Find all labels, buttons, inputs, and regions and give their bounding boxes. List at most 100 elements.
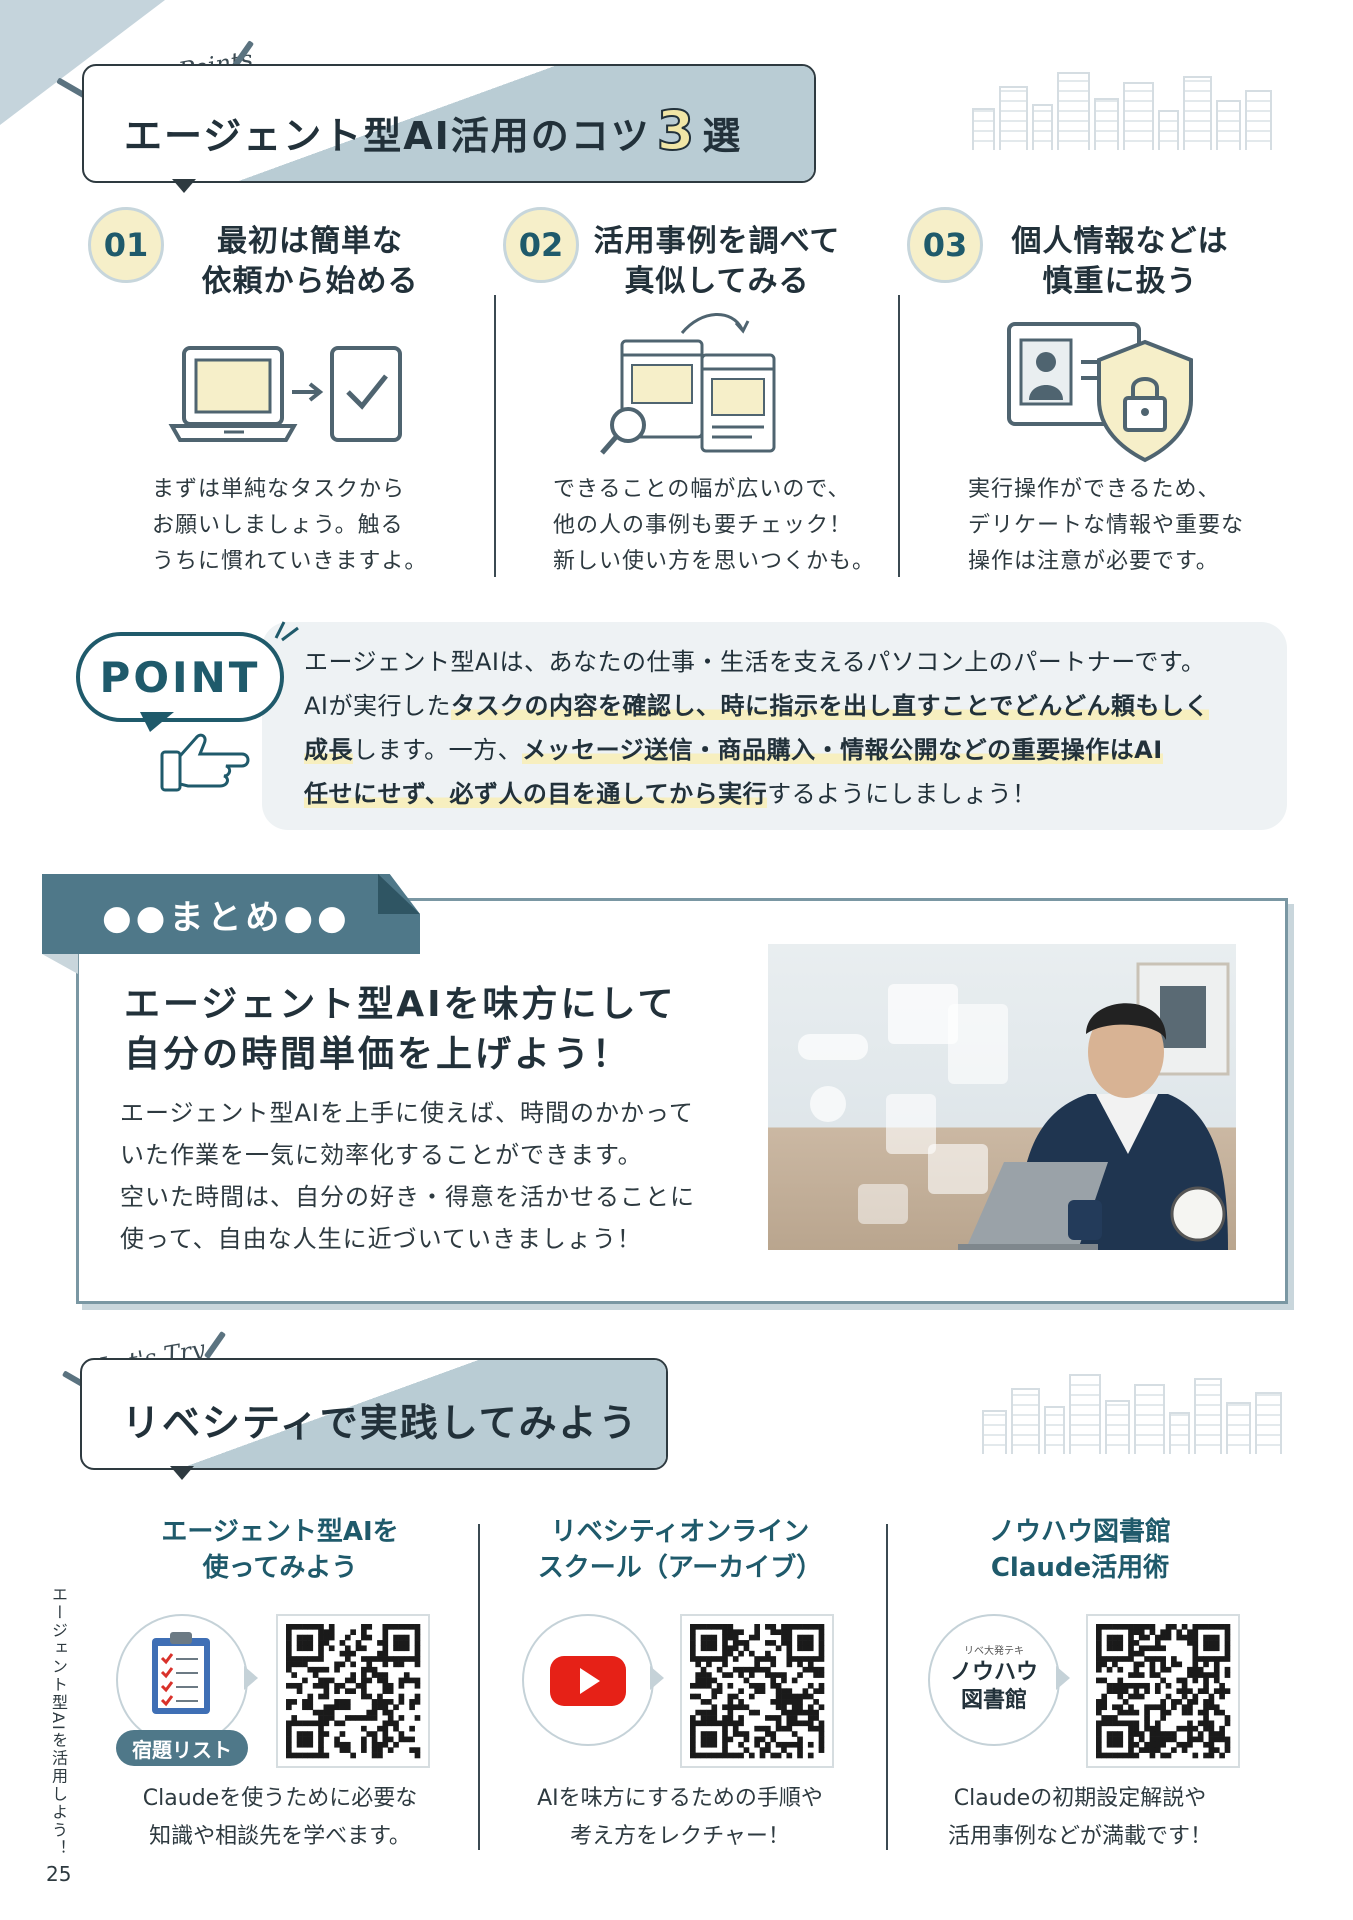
bubble-tail	[140, 712, 174, 732]
knowhow-library-logo: リベ大発テキ ノウハウ 図書館	[928, 1614, 1060, 1746]
point-number-2: 02	[503, 207, 579, 283]
card-desc-3-line1: Claudeの初期設定解説や	[953, 1786, 1207, 1811]
id-card-lock-icon	[1007, 322, 1193, 463]
summary-tab-bg	[42, 874, 420, 954]
card-desc-2-line2: 考え方をレクチャー！	[570, 1824, 790, 1849]
card-desc-2-line1: AIを味方にするための手順や	[537, 1786, 823, 1811]
sparkle-lines-icon	[274, 621, 299, 642]
card-title-3-line2: Claude活用術	[990, 1553, 1170, 1583]
browser-windows-icon	[600, 313, 776, 455]
point-title-2-line2: 真似してみる	[624, 264, 810, 299]
point-line-2-plain: AIが実行した	[304, 692, 451, 720]
qr-code-1[interactable]	[276, 1614, 430, 1768]
city-skyline-icon	[982, 1372, 1282, 1454]
point-desc-1-line1: まずは単純なタスクから	[152, 477, 406, 502]
page-number: 25	[46, 1862, 72, 1886]
point-desc-3-line1: 実行操作ができるため、	[968, 477, 1221, 502]
card-title-1-line2: 使ってみよう	[202, 1553, 358, 1583]
point-number-3: 03	[907, 207, 983, 283]
clipboard-checklist-icon	[152, 1632, 210, 1714]
point-desc-1-line3: うちに慣れていきますよ。	[152, 549, 428, 574]
photo-illustration	[798, 962, 1230, 1250]
section-title-number: 3	[656, 98, 697, 163]
circle-tail	[650, 1666, 664, 1690]
card-desc-2: AIを味方にするための手順や 考え方をレクチャー！	[510, 1780, 850, 1856]
section2-title-box: リベシティで実践してみよう	[80, 1358, 668, 1470]
title-band	[84, 66, 814, 181]
point-title-1-line1: 最初は簡単な	[217, 224, 403, 259]
point-bubble: POINT	[76, 632, 284, 722]
summary-body: エージェント型AIを上手に使えば、時間のかかって いた作業を一気に効率化すること…	[120, 1092, 695, 1260]
card-desc-1-line2: 知識や相談先を学べます。	[149, 1824, 411, 1849]
point-line-2-highlight: タスクの内容を確認し、時に指示を出し直すことでどんどん頼もしく	[451, 692, 1210, 720]
card-title-2-line1: リベシティオンライン	[550, 1517, 810, 1547]
summary-title: エージェント型AIを味方にして 自分の時間単価を上げよう！	[124, 980, 676, 1080]
summary-body-line4: 使って、自由な人生に近づいていきましょう！	[120, 1225, 642, 1253]
summary-body-line3: 空いた時間は、自分の好き・得意を活かせることに	[120, 1183, 695, 1211]
laptop-check-icon	[168, 346, 402, 442]
section2-title: リベシティで実践してみよう	[122, 1401, 639, 1445]
logo-bottom-text: 図書館	[960, 1688, 1027, 1713]
point-desc-2-line3: 新しい使い方を思いつくかも。	[553, 549, 876, 574]
title-box-tail	[170, 1466, 194, 1480]
divider	[886, 1524, 888, 1850]
point-line-4-plain: するようにしましょう！	[767, 780, 1037, 808]
point-text: エージェント型AIは、あなたの仕事・生活を支えるパソコン上のパートナーです。 A…	[304, 640, 1210, 816]
circle-tail	[1056, 1666, 1070, 1690]
divider	[478, 1524, 480, 1850]
city-skyline-icon	[972, 68, 1272, 150]
point-line-3-plain: します。一方、	[353, 736, 523, 764]
card-title-2: リベシティオンライン スクール（アーカイブ）	[520, 1514, 840, 1586]
title-box-tail	[172, 179, 196, 193]
point-desc-2-line2: 他の人の事例も要チェック！	[553, 513, 853, 538]
summary-title-line2: 自分の時間単価を上げよう！	[124, 1034, 632, 1075]
point-title-1-line2: 依頼から始める	[201, 264, 419, 299]
point-desc-3-line2: デリケートな情報や重要な	[968, 513, 1245, 538]
logo-top-text: ノウハウ	[949, 1660, 1038, 1685]
card-title-3: ノウハウ図書館 Claude活用術	[940, 1514, 1220, 1586]
section-title-text: エージェント型AI活用のコツ	[124, 114, 651, 158]
point-title-2-line1: 活用事例を調べて	[593, 224, 841, 259]
homework-list-badge: 宿題リスト	[116, 1730, 248, 1766]
point-title-3-line2: 慎重に扱う	[1042, 264, 1198, 299]
point-desc-2-line1: できることの幅が広いので、	[553, 477, 851, 502]
point-title-1: 最初は簡単な 依頼から始める	[190, 222, 430, 302]
point-desc-1: まずは単純なタスクから お願いしましょう。触る うちに慣れていきますよ。	[152, 472, 427, 580]
qr-code-2[interactable]	[680, 1614, 834, 1768]
vertical-footer-text: エージェント型AIを活用しよう！	[49, 1586, 68, 1858]
point-desc-3-line3: 操作は注意が必要です。	[968, 549, 1219, 574]
point-line-1: エージェント型AIは、あなたの仕事・生活を支えるパソコン上のパートナーです。	[304, 648, 1206, 676]
card-icon-circle-1	[116, 1614, 248, 1746]
point-line-4-highlight: 任せにせず、必ず人の目を通してから実行	[304, 780, 768, 808]
point-desc-2: できることの幅が広いので、 他の人の事例も要チェック！ 新しい使い方を思いつくか…	[553, 472, 875, 580]
card-title-2-line2: スクール（アーカイブ）	[537, 1553, 823, 1583]
summary-body-line1: エージェント型AIを上手に使えば、時間のかかって	[120, 1099, 694, 1127]
point-number-1: 01	[88, 207, 164, 283]
point-title-3-line1: 個人情報などは	[1011, 224, 1229, 259]
card-desc-1-line1: Claudeを使うために必要な	[142, 1786, 418, 1811]
point-title-3: 個人情報などは 慎重に扱う	[1000, 222, 1240, 302]
card-title-1-line1: エージェント型AIを	[161, 1517, 399, 1547]
point-desc-3: 実行操作ができるため、 デリケートな情報や重要な 操作は注意が必要です。	[968, 472, 1244, 580]
divider	[494, 295, 496, 577]
card-title-1: エージェント型AIを 使ってみよう	[140, 1514, 420, 1586]
point-line-2: AIが実行したタスクの内容を確認し、時に指示を出し直すことでどんどん頼もしく	[304, 684, 1210, 728]
pencil-icon	[203, 1330, 227, 1360]
summary-tab: ●●まとめ●●	[102, 897, 351, 938]
card-desc-3: Claudeの初期設定解説や 活用事例などが満載です！	[920, 1780, 1240, 1856]
title-band	[82, 1360, 666, 1468]
circle-tail	[244, 1666, 258, 1690]
logo-small-text: リベ大発テキ	[964, 1646, 1024, 1657]
man-with-laptop-photo	[768, 944, 1236, 1250]
youtube-play-icon	[550, 1656, 626, 1706]
point-title-2: 活用事例を調べて 真似してみる	[592, 222, 842, 302]
point-line-3-highlight-b: メッセージ送信・商品購入・情報公開などの重要操作はAI	[522, 736, 1163, 764]
point-desc-1-line2: お願いしましょう。触る	[152, 513, 404, 538]
card-desc-1: Claudeを使うために必要な 知識や相談先を学べます。	[120, 1780, 440, 1856]
qr-code-3[interactable]	[1086, 1614, 1240, 1768]
divider	[898, 295, 900, 577]
pointing-hand-icon	[160, 733, 250, 792]
summary-body-line2: いた作業を一気に効率化することができます。	[120, 1141, 643, 1169]
